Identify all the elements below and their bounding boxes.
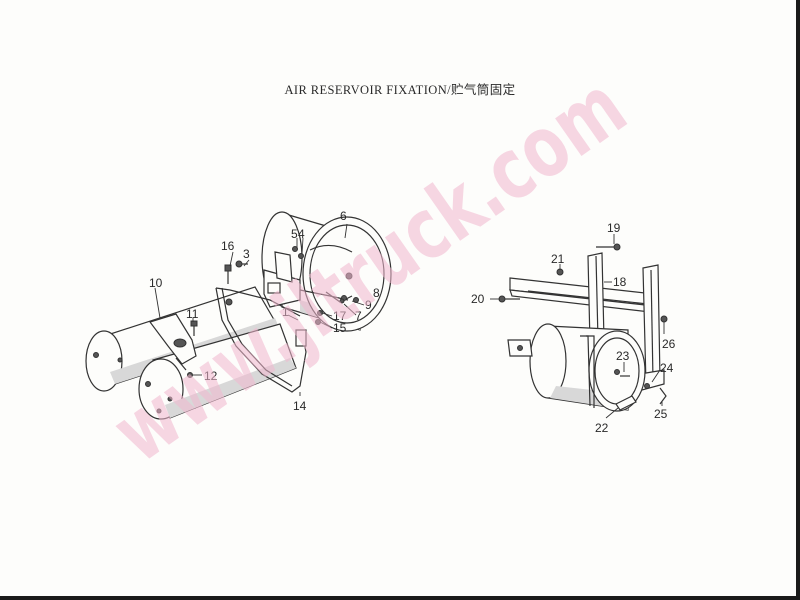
- callout-24: 24: [660, 361, 674, 375]
- callout-7: 7: [355, 309, 362, 323]
- leader-lines-right: [490, 234, 665, 406]
- callout-10: 10: [149, 276, 163, 290]
- frame-crossmember-18: [509, 277, 656, 313]
- callout-22: 22: [595, 421, 609, 435]
- scan-edge-right: [796, 0, 800, 600]
- callout-6: 6: [340, 209, 347, 223]
- callout-19: 19: [607, 221, 621, 235]
- callout-18: 18: [613, 275, 627, 289]
- callout-8: 8: [373, 286, 380, 300]
- callout-1: 1: [282, 305, 289, 319]
- callout-15: 15: [333, 321, 347, 335]
- callout-20: 20: [471, 292, 485, 306]
- callout-21: 21: [551, 252, 565, 266]
- right-air-tank: [529, 323, 646, 412]
- callout-12: 12: [204, 369, 218, 383]
- scan-edge-bottom: [0, 596, 800, 600]
- callout-11: 11: [186, 307, 199, 321]
- page-title: AIR RESERVOIR FIXATION/贮气筒固定: [284, 83, 516, 97]
- callout-14: 14: [293, 399, 307, 413]
- callout-23: 23: [616, 349, 630, 363]
- tank-strap-14: [215, 287, 307, 393]
- callout-26: 26: [662, 337, 676, 351]
- callout-17: 17: [333, 309, 347, 323]
- drain-valve-22: [605, 395, 637, 419]
- mounting-tab-left: [507, 339, 533, 357]
- leader-lines-left: [154, 223, 365, 396]
- callout-4: 4: [298, 227, 305, 241]
- right-assembly: [490, 234, 668, 419]
- callout-9: 9: [365, 298, 372, 312]
- callout-5: 5: [291, 227, 298, 241]
- left-assembly: [85, 211, 392, 420]
- callout-labels: 16 3 5 4 6 10 11 1 17 15 7 9 8 12 14 19 …: [149, 209, 676, 435]
- tank-bracket-10: [149, 313, 197, 371]
- callout-16: 16: [221, 239, 235, 253]
- fasteners-left: [187, 246, 345, 378]
- callout-25: 25: [654, 407, 668, 421]
- callout-3: 3: [243, 247, 250, 261]
